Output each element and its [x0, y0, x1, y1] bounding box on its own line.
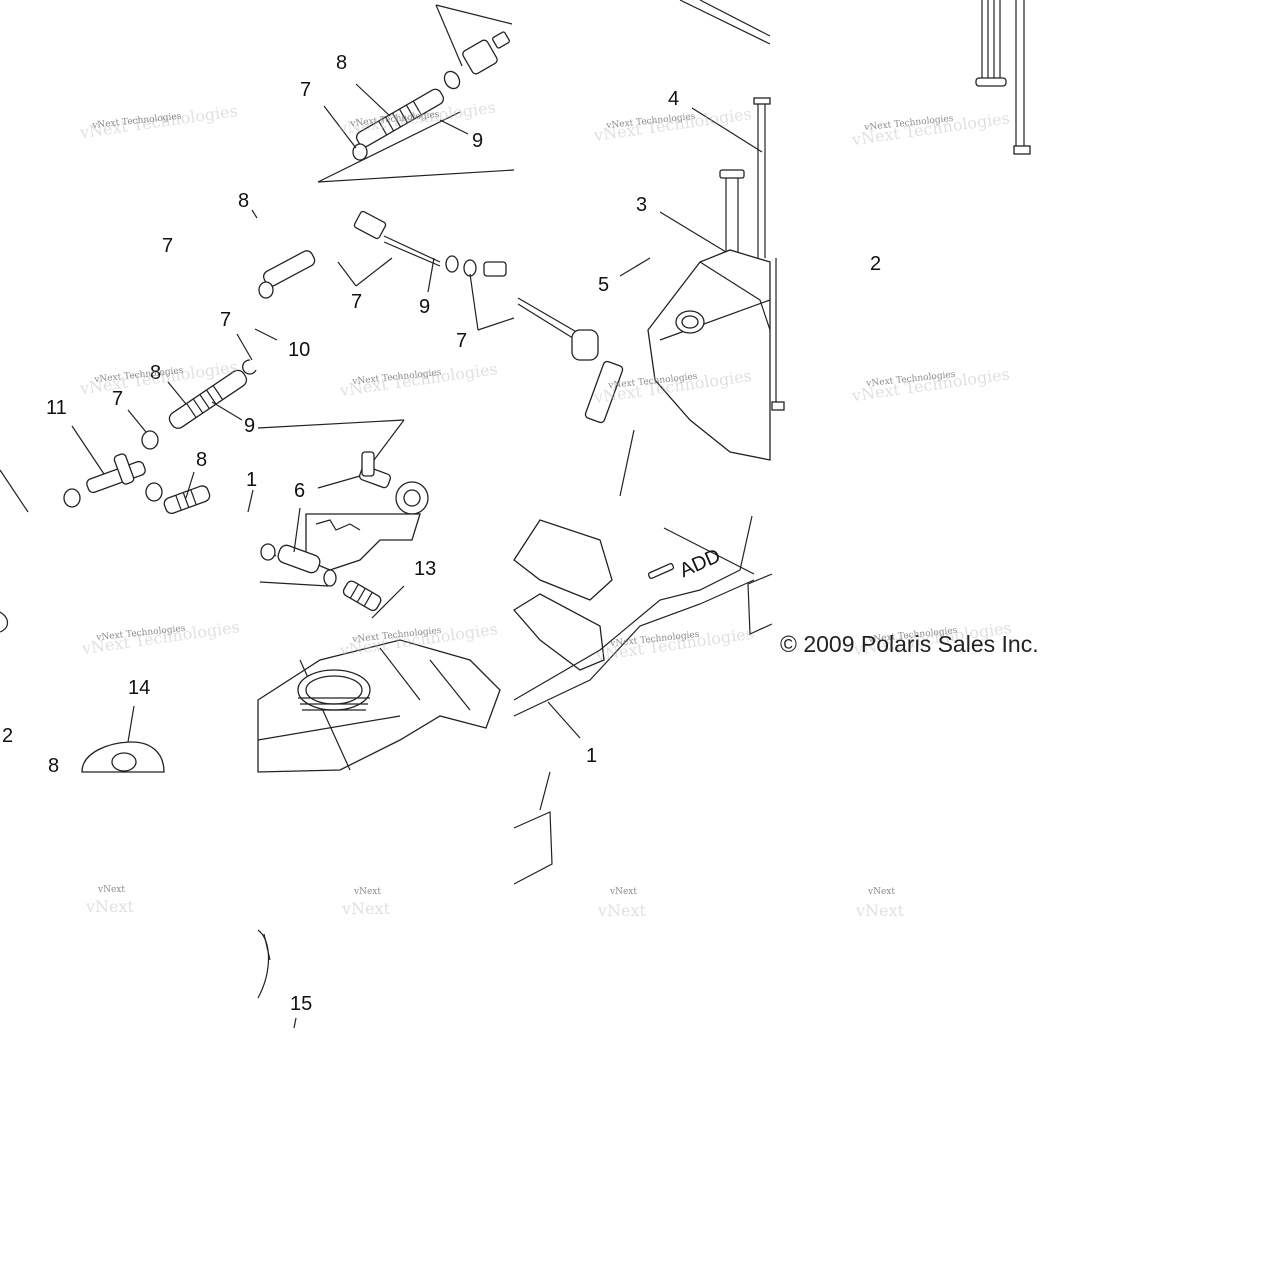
hose-tee-group — [0, 209, 515, 515]
callout-23: 14 — [128, 677, 150, 699]
callout-26: 1 — [586, 745, 597, 767]
callout-11: 2 — [870, 253, 881, 275]
callout-5: 3 — [636, 194, 647, 216]
callout-24: 2 — [2, 725, 13, 747]
tank-top-group — [517, 0, 785, 497]
callout-7: 7 — [162, 235, 173, 257]
callout-27: 15 — [290, 993, 312, 1015]
strap-group — [975, 0, 1031, 155]
watermark-short: vNext — [97, 885, 125, 895]
callout-labels: 8 7 9 4 3 8 7 7 9 5 2 7 10 7 8 11 7 9 8 … — [2, 52, 881, 1015]
callout-4: 4 — [668, 88, 679, 110]
watermarks: vNext Technologies vNext Technologies vN… — [78, 97, 1013, 920]
callout-16: 11 — [46, 397, 67, 419]
tank-side-group: ADD — [513, 515, 773, 885]
callout-25: 8 — [48, 755, 59, 777]
callout-1: 8 — [336, 52, 347, 74]
vent-cap-group — [0, 611, 297, 1029]
callout-17: 7 — [112, 388, 123, 410]
svg-text:vNext: vNext — [85, 897, 135, 916]
copyright-notice: © 2009 Polaris Sales Inc. — [780, 631, 1039, 657]
callout-12: 7 — [456, 330, 467, 352]
callout-14: 7 — [220, 309, 231, 331]
callout-15: 8 — [150, 362, 161, 384]
callout-9: 9 — [419, 296, 430, 318]
fuel-filter-group — [317, 4, 515, 183]
tank-add-mark: ADD — [676, 545, 724, 582]
watermark-short: vNext — [609, 887, 637, 897]
svg-text:vNext: vNext — [597, 901, 647, 920]
watermark-short: vNext — [353, 887, 381, 897]
watermark-short: vNext — [867, 887, 895, 897]
callout-8: 7 — [351, 291, 362, 313]
filler-neck-group — [257, 507, 501, 773]
callout-21: 6 — [294, 480, 305, 502]
callout-10: 5 — [598, 274, 609, 296]
callout-20: 1 — [246, 469, 257, 491]
callout-13: 10 — [288, 339, 310, 361]
svg-text:vNext: vNext — [341, 899, 391, 918]
callout-18: 9 — [244, 415, 255, 437]
callout-3: 9 — [472, 130, 483, 152]
svg-text:vNext: vNext — [855, 901, 905, 920]
callout-19: 8 — [196, 449, 207, 471]
callout-2: 7 — [300, 79, 311, 101]
callout-22: 13 — [414, 558, 436, 580]
callout-6: 8 — [238, 190, 249, 212]
